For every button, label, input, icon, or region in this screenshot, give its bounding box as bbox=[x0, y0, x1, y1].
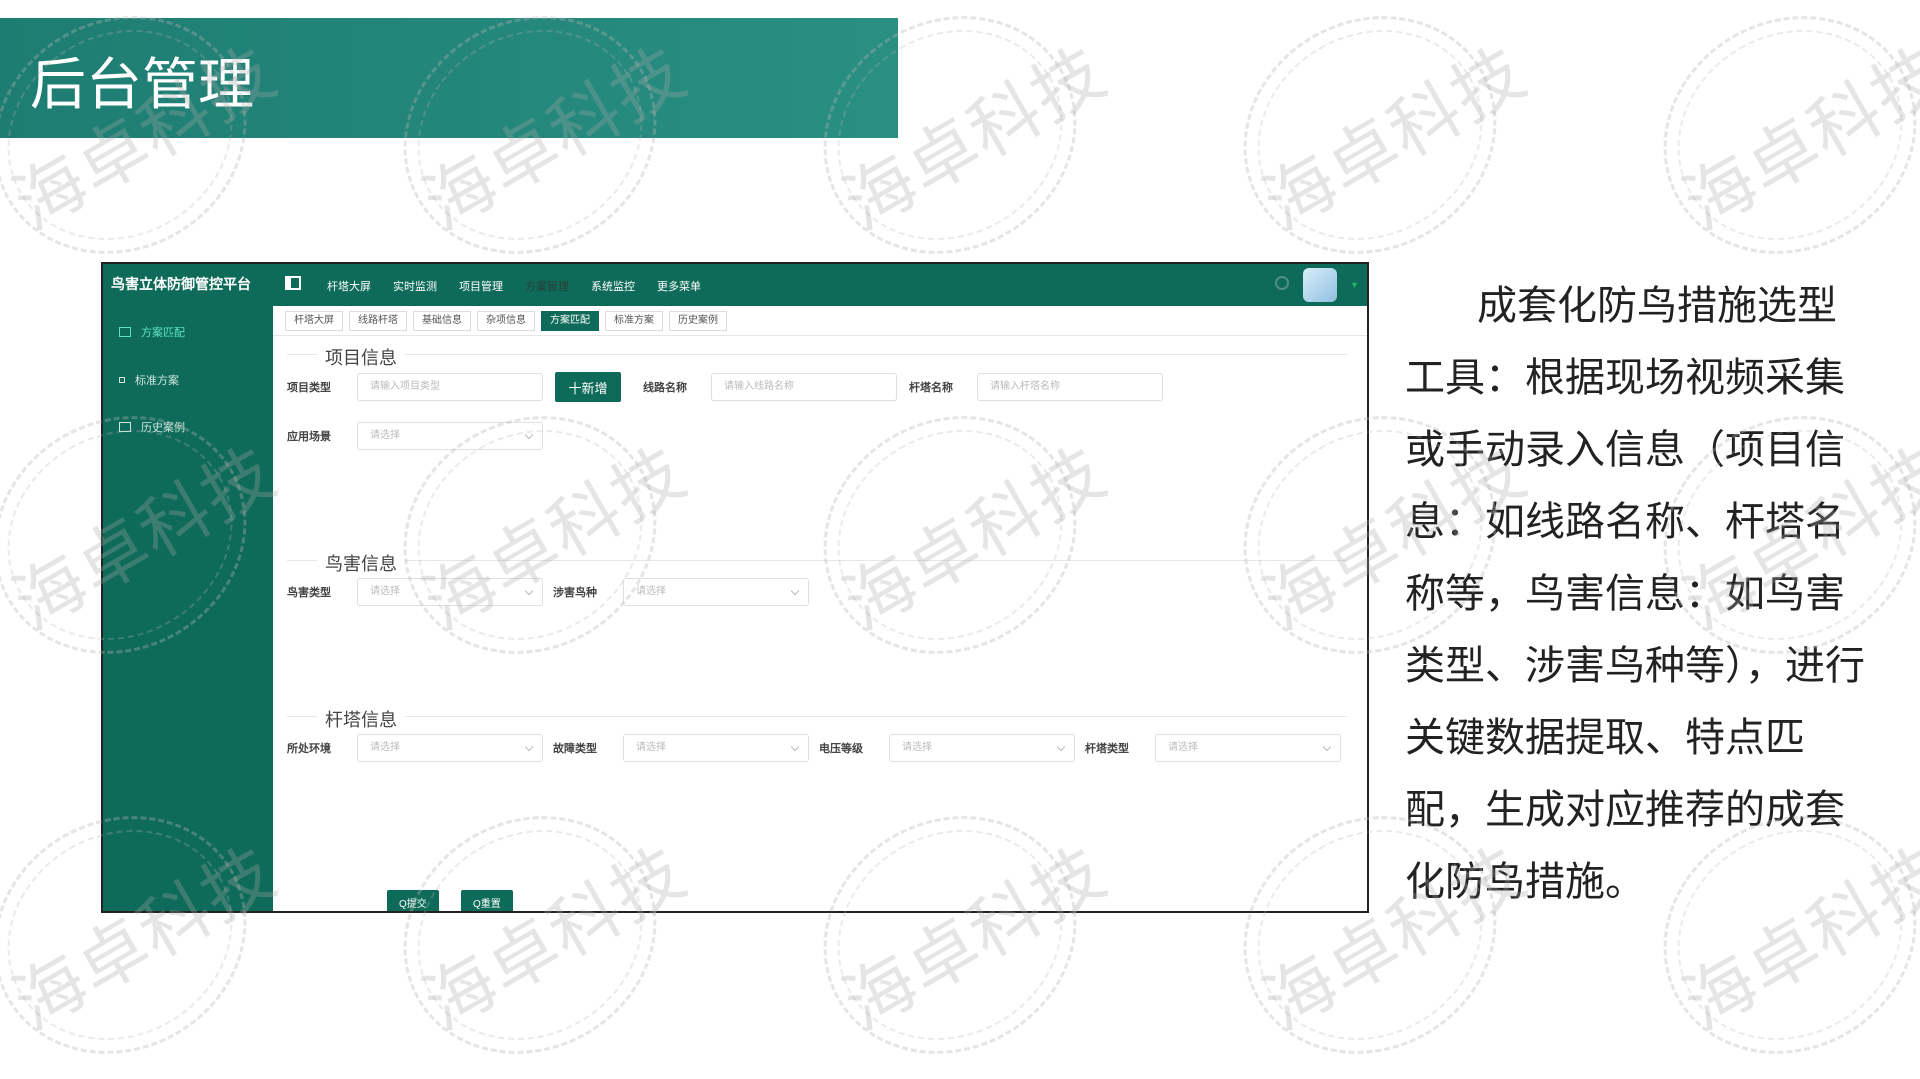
description-text: 成套化防鸟措施选型工具：根据现场视频采集或手动录入信息（项目信息：如线路名称、杆… bbox=[1405, 270, 1865, 918]
env-select[interactable]: 请选择 bbox=[357, 734, 543, 762]
chevron-down-icon[interactable]: ▾ bbox=[1351, 280, 1357, 291]
sidebar-menu-icon bbox=[119, 377, 125, 383]
sidebar: 鸟害立体防御管控平台 方案匹配 标准方案 历史案例 bbox=[103, 264, 273, 911]
app-brand: 鸟害立体防御管控平台 bbox=[111, 277, 251, 293]
description-line1: 成套化防鸟措施选型 bbox=[1477, 283, 1837, 329]
top-nav-bar: 杆塔大屏 实时监测 项目管理 方案管理 系统监控 更多菜单 ▾ bbox=[273, 264, 1367, 306]
tower-type-select[interactable]: 请选择 bbox=[1155, 734, 1341, 762]
top-nav: 杆塔大屏 实时监测 项目管理 方案管理 系统监控 更多菜单 bbox=[327, 278, 701, 294]
reset-button[interactable]: Q重置 bbox=[461, 890, 513, 911]
nav-item-scheme-manage[interactable]: 方案管理 bbox=[525, 280, 569, 293]
section-bird-damage: 鸟害信息 bbox=[287, 550, 1347, 576]
tab-history-cases[interactable]: 历史案例 bbox=[669, 311, 727, 331]
species-select[interactable]: 请选择 bbox=[623, 578, 809, 606]
tab-standard-scheme[interactable]: 标准方案 bbox=[605, 311, 663, 331]
header-banner: 后台管理 bbox=[0, 18, 898, 138]
watermark-text: 海卓科技 bbox=[1669, 30, 1920, 246]
damage-type-select[interactable]: 请选择 bbox=[357, 578, 543, 606]
sidebar-item-scheme-match[interactable]: 方案匹配 bbox=[119, 324, 185, 340]
sidebar-item-label: 标准方案 bbox=[135, 374, 179, 387]
main-form: 项目信息 项目类型 请输入项目类型 十新增 线路名称 请输入线路名称 杆塔名称 … bbox=[273, 336, 1367, 911]
section-project: 项目信息 bbox=[287, 344, 1347, 370]
app-screenshot: 鸟害立体防御管控平台 方案匹配 标准方案 历史案例 杆塔大屏 实时监测 项目管理… bbox=[101, 262, 1369, 913]
sidebar-menu-icon bbox=[119, 327, 131, 337]
sidebar-item-history-cases[interactable]: 历史案例 bbox=[119, 419, 185, 435]
line-name-input[interactable]: 请输入线路名称 bbox=[711, 373, 897, 401]
project-type-label: 项目类型 bbox=[287, 381, 331, 394]
sidebar-item-label: 历史案例 bbox=[141, 421, 185, 434]
tower-type-label: 杆塔类型 bbox=[1085, 742, 1129, 755]
menu-icon[interactable] bbox=[285, 276, 301, 290]
tags-bar: 杆塔大屏 线路杆塔 基础信息 杂项信息 方案匹配 标准方案 历史案例 bbox=[273, 306, 1367, 336]
species-label: 涉害鸟种 bbox=[553, 586, 597, 599]
scene-select[interactable]: 请选择 bbox=[357, 422, 543, 450]
description-body: 工具：根据现场视频采集或手动录入信息（项目信息：如线路名称、杆塔名称等，鸟害信息… bbox=[1405, 355, 1865, 905]
search-icon[interactable] bbox=[1275, 276, 1289, 290]
nav-item-system-monitor[interactable]: 系统监控 bbox=[591, 280, 635, 293]
fault-type-select[interactable]: 请选择 bbox=[623, 734, 809, 762]
tab-basic-info[interactable]: 基础信息 bbox=[413, 311, 471, 331]
avatar[interactable] bbox=[1303, 268, 1337, 302]
fault-type-label: 故障类型 bbox=[553, 742, 597, 755]
line-name-label: 线路名称 bbox=[643, 381, 687, 394]
nav-item-project-manage[interactable]: 项目管理 bbox=[459, 280, 503, 293]
section-title: 杆塔信息 bbox=[317, 706, 405, 732]
tab-tower-screen[interactable]: 杆塔大屏 bbox=[285, 311, 343, 331]
sidebar-item-label: 方案匹配 bbox=[141, 326, 185, 339]
sidebar-menu-icon bbox=[119, 422, 131, 432]
tab-misc-info[interactable]: 杂项信息 bbox=[477, 311, 535, 331]
submit-button[interactable]: Q提交 bbox=[387, 890, 439, 911]
sidebar-item-standard-scheme[interactable]: 标准方案 bbox=[119, 372, 179, 388]
add-button[interactable]: 十新增 bbox=[555, 372, 621, 402]
section-title: 鸟害信息 bbox=[317, 550, 405, 576]
nav-item-tower-screen[interactable]: 杆塔大屏 bbox=[327, 280, 371, 293]
watermark-text: 海卓科技 bbox=[1249, 30, 1541, 246]
section-title: 项目信息 bbox=[317, 344, 405, 370]
scene-label: 应用场景 bbox=[287, 430, 331, 443]
env-label: 所处环境 bbox=[287, 742, 331, 755]
tower-name-label: 杆塔名称 bbox=[909, 381, 953, 394]
voltage-select[interactable]: 请选择 bbox=[889, 734, 1075, 762]
project-type-input[interactable]: 请输入项目类型 bbox=[357, 373, 543, 401]
voltage-label: 电压等级 bbox=[819, 742, 863, 755]
section-tower: 杆塔信息 bbox=[287, 706, 1347, 732]
tab-scheme-match[interactable]: 方案匹配 bbox=[541, 311, 599, 331]
tab-line-tower[interactable]: 线路杆塔 bbox=[349, 311, 407, 331]
nav-item-realtime-monitor[interactable]: 实时监测 bbox=[393, 280, 437, 293]
damage-type-label: 鸟害类型 bbox=[287, 586, 331, 599]
tower-name-input[interactable]: 请输入杆塔名称 bbox=[977, 373, 1163, 401]
nav-item-more-menu[interactable]: 更多菜单 bbox=[657, 280, 701, 293]
page-title: 后台管理 bbox=[30, 53, 254, 118]
